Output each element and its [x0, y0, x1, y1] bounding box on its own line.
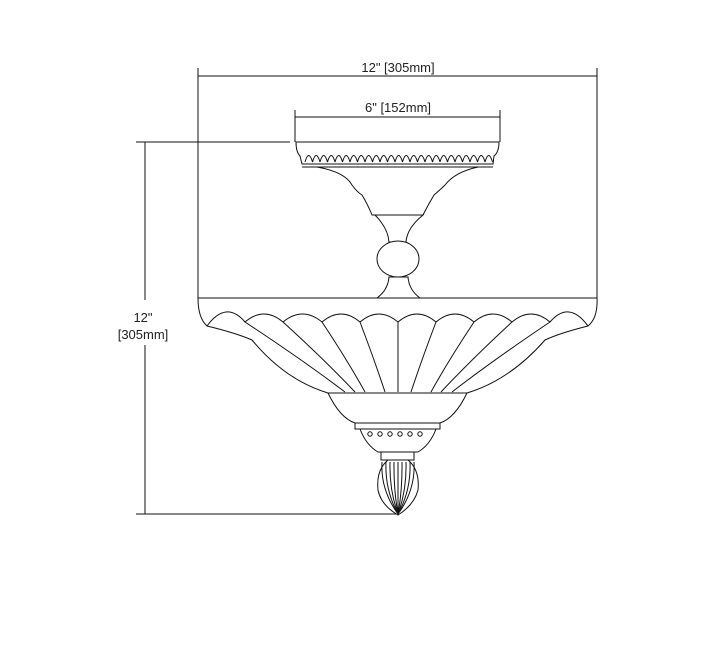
canopy-width-label: 6" [152mm]: [365, 100, 431, 115]
stem: [373, 214, 425, 299]
bowl-rib: [282, 321, 356, 393]
bowl-rib: [244, 321, 346, 393]
canopy-width-dimension: 6" [152mm]: [294, 100, 501, 142]
bowl-rib: [410, 321, 437, 393]
finial-rib: [397, 461, 407, 515]
overall-width-dimension: 12" [305mm]: [197, 60, 598, 298]
bowl-rib: [430, 321, 475, 393]
bead: [407, 431, 413, 437]
finial-rib: [385, 461, 399, 515]
bead: [377, 431, 383, 437]
height-inches-label: 12": [133, 310, 152, 325]
bowl-rib: [440, 321, 513, 393]
finial-rib: [381, 461, 399, 515]
finial-rib: [397, 461, 415, 515]
bead: [417, 431, 423, 437]
bowl-rib: [359, 321, 386, 393]
bowl-rib: [321, 321, 366, 393]
height-dimension: 12" [305mm]: [118, 141, 397, 515]
finial-rib: [393, 461, 399, 515]
overall-width-label: 12" [305mm]: [361, 60, 434, 75]
bead: [387, 431, 393, 437]
height-mm-label: [305mm]: [118, 327, 169, 342]
bead: [367, 431, 373, 437]
finial-rib: [389, 461, 399, 515]
finial-rib: [397, 461, 411, 515]
finial-rib: [397, 461, 403, 515]
canopy: [295, 141, 500, 216]
bead: [397, 431, 403, 437]
bowl: [197, 297, 598, 516]
bowl-rib: [451, 321, 551, 393]
